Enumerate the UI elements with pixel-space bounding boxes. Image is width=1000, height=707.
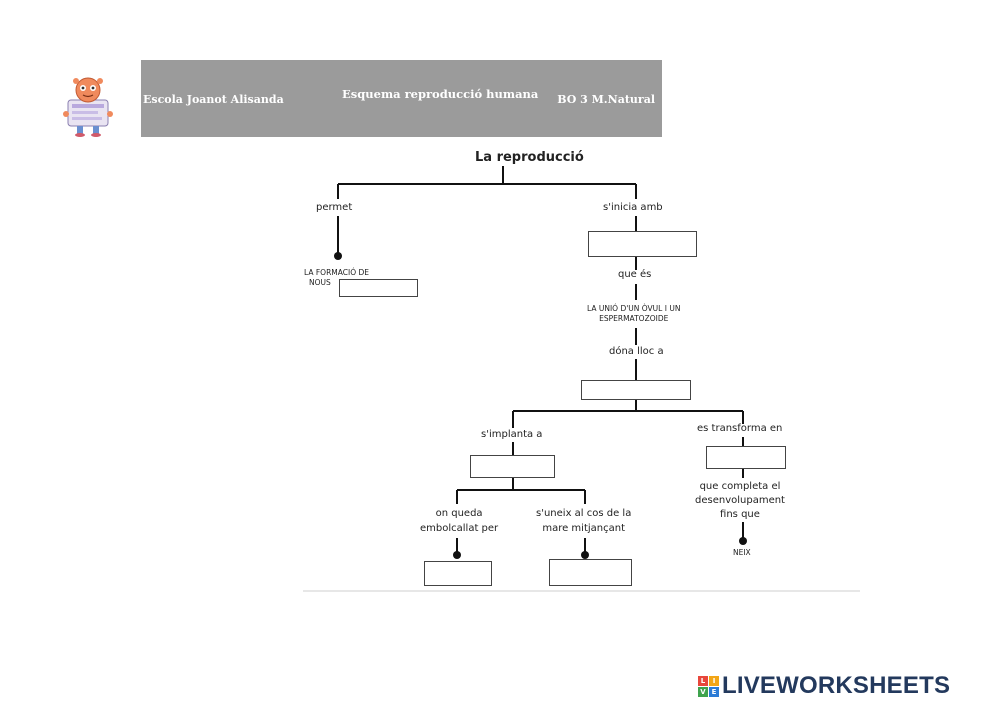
label-formacio-line2: NOUS bbox=[309, 278, 331, 287]
label-implanta: s'implanta a bbox=[481, 429, 543, 440]
liveworksheets-tiles-icon: L I V E bbox=[698, 675, 719, 697]
label-uneix-line1: s'uneix al cos de la bbox=[536, 508, 632, 519]
endpoint-dot bbox=[453, 551, 461, 559]
answer-box-mitjancant[interactable] bbox=[549, 559, 632, 586]
label-completa-line1: que completa el bbox=[699, 481, 781, 492]
label-on-queda: on queda embolcallat per bbox=[420, 506, 498, 536]
label-on-queda-line1: on queda bbox=[435, 508, 483, 519]
label-formacio: LA FORMACIÓ DE NOUS bbox=[304, 268, 369, 288]
answer-box-embolcallat[interactable] bbox=[424, 561, 492, 586]
school-logo-icon bbox=[63, 77, 113, 137]
endpoint-dot bbox=[334, 252, 342, 260]
answer-box-inicia[interactable] bbox=[588, 231, 697, 257]
label-completa: que completa el desenvolupament fins que bbox=[695, 480, 785, 522]
diagram-title: La reproducció bbox=[475, 150, 584, 165]
label-formacio-line1: LA FORMACIÓ DE bbox=[304, 268, 370, 277]
label-unio-line1: LA UNIÓ D'UN ÒVUL I UN bbox=[587, 304, 681, 313]
school-name: Escola Joanot Alisanda bbox=[143, 93, 284, 106]
label-transforma: es transforma en bbox=[697, 423, 783, 434]
brand-tile: E bbox=[709, 686, 719, 697]
label-unio-line2: ESPERMATOZOIDE bbox=[599, 314, 669, 323]
worksheet-title: Esquema reproducció humana bbox=[342, 87, 539, 101]
brand-tile: L bbox=[698, 675, 708, 686]
label-dona-lloc: dóna lloc a bbox=[609, 346, 664, 357]
label-on-queda-line2: embolcallat per bbox=[420, 523, 499, 534]
label-sinicia: s'inicia amb bbox=[603, 202, 663, 213]
label-que-es: que és bbox=[618, 269, 652, 280]
brand-tile: I bbox=[709, 675, 719, 686]
endpoint-dot bbox=[739, 537, 747, 545]
label-neix: NEIX bbox=[733, 548, 751, 557]
answer-box-dona-lloc[interactable] bbox=[581, 380, 691, 400]
brand-tile: V bbox=[698, 686, 708, 697]
answer-box-implanta[interactable] bbox=[470, 455, 555, 478]
answer-box-transforma[interactable] bbox=[706, 446, 786, 469]
label-completa-line3: fins que bbox=[720, 509, 760, 520]
worksheet-header: Escola Joanot Alisanda Esquema reproducc… bbox=[141, 60, 662, 137]
liveworksheets-logo: L I V E LIVEWORKSHEETS bbox=[698, 672, 950, 700]
course-label: BO 3 M.Natural bbox=[557, 93, 655, 106]
label-completa-line2: desenvolupament bbox=[695, 495, 785, 506]
label-unio: LA UNIÓ D'UN ÒVUL I UN ESPERMATOZOIDE bbox=[587, 304, 680, 324]
label-permet: permet bbox=[316, 202, 353, 213]
label-uneix: s'uneix al cos de la mare mitjançant bbox=[536, 506, 631, 536]
label-uneix-line2: mare mitjançant bbox=[542, 523, 625, 534]
liveworksheets-wordmark: LIVEWORKSHEETS bbox=[722, 672, 951, 699]
endpoint-dot bbox=[581, 551, 589, 559]
answer-box-formacio[interactable] bbox=[339, 279, 418, 297]
